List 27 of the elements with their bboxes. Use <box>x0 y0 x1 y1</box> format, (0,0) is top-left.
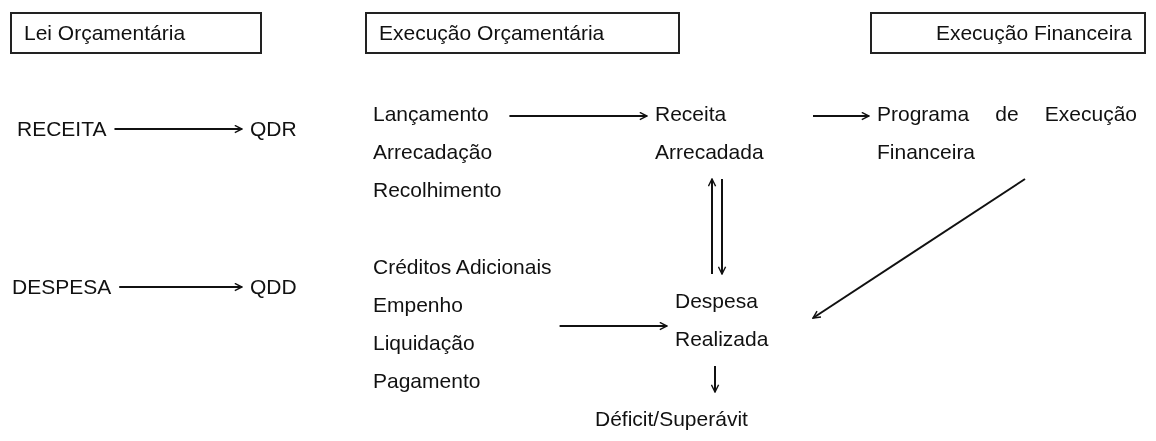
list-item: Créditos Adicionais <box>373 254 552 280</box>
heading-box: Execução Orçamentária <box>365 12 680 54</box>
list-item: Empenho <box>373 292 464 318</box>
arrow <box>707 178 717 275</box>
arrow <box>558 321 668 331</box>
node-label: Déficit/Superávit <box>595 400 748 438</box>
list-item: Arrecadação <box>373 139 494 165</box>
node-label: DESPESA <box>12 268 112 306</box>
list-item: Pagamento <box>373 368 482 394</box>
node-label: Programa de Execução Financeira <box>877 95 1137 171</box>
heading-box: Execução Financeira <box>870 12 1146 54</box>
heading-box: Lei Orçamentária <box>10 12 262 54</box>
arrow <box>812 178 1026 319</box>
list-item: Lançamento <box>373 101 490 127</box>
node-label: RECEITA <box>17 110 107 148</box>
arrow <box>113 124 243 134</box>
arrow <box>812 111 870 121</box>
arrow <box>717 178 727 275</box>
node-label: Despesa Realizada <box>675 282 805 358</box>
list-item: Recolhimento <box>373 177 502 203</box>
node-label: Receita Arrecadada <box>655 95 805 171</box>
arrow <box>118 282 243 292</box>
list-item: Liquidação <box>373 330 476 356</box>
arrow <box>508 111 648 121</box>
node-label: QDR <box>250 110 297 148</box>
arrow <box>710 365 720 393</box>
node-label: QDD <box>250 268 297 306</box>
